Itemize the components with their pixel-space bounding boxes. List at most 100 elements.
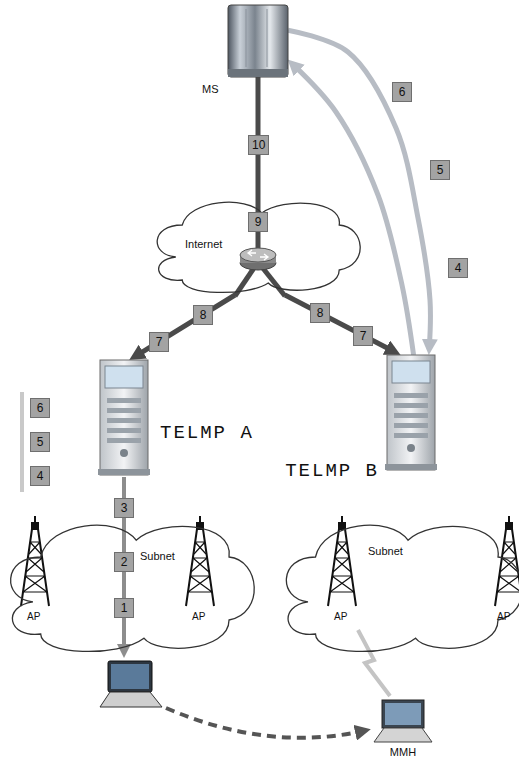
access-point-label: AP [334, 611, 347, 623]
node-text: Subnet [140, 550, 175, 562]
router-icon [248, 250, 268, 260]
bracket-bar [22, 392, 23, 492]
server-slot [394, 423, 428, 428]
server-base [385, 464, 437, 470]
laptop-display [385, 703, 421, 725]
callout-number: 6 [30, 398, 50, 418]
callout-number: 8 [193, 305, 213, 325]
cloud-icon [2, 515, 260, 655]
server-base [98, 469, 150, 475]
server-cabinet [246, 9, 267, 67]
server-body [100, 360, 148, 475]
wireless-link [358, 630, 390, 696]
callout-number: 5 [430, 160, 450, 180]
server-slot [394, 433, 428, 438]
node-label: Subnet [368, 545, 403, 558]
callout-text: 10 [252, 138, 265, 152]
router-icon [240, 248, 276, 270]
callout-text: 7 [156, 335, 163, 349]
node-label: Subnet [140, 550, 175, 563]
server-slot [107, 408, 141, 413]
telmp-server: TELMP B [385, 355, 437, 470]
access-point-tower [186, 516, 214, 606]
node-text: TELMP B [285, 460, 379, 482]
access-point-tower [31, 522, 39, 529]
access-point-text: AP [192, 611, 205, 622]
server-slot [107, 398, 141, 403]
node-text: MS [202, 83, 219, 95]
callout-text: 3 [121, 501, 128, 515]
access-point-tower [505, 522, 513, 529]
server-slot [394, 393, 428, 398]
node-text: MMH [390, 746, 416, 758]
wireless-link [358, 630, 390, 696]
laptop-screen [382, 700, 424, 728]
access-point-tower [21, 529, 49, 606]
node-text: Subnet [368, 545, 403, 557]
cloud-icon [150, 195, 365, 295]
callout-text: 7 [360, 329, 367, 343]
laptop-icon [372, 698, 434, 744]
server-slot [394, 403, 428, 408]
callout-text: 2 [121, 555, 128, 569]
laptop-icon [111, 664, 149, 689]
server-slot [107, 438, 141, 443]
server-button [120, 449, 128, 457]
trunk-connector [136, 295, 235, 356]
node-label: MMH [372, 746, 434, 759]
trunk-connector [285, 295, 393, 351]
callout-text: 4 [455, 261, 462, 275]
access-point-text: AP [27, 611, 40, 622]
mobile-host: MMH [372, 698, 434, 744]
access-point-tower [188, 542, 212, 592]
node-label: Internet [185, 238, 222, 251]
server-cabinet [228, 69, 288, 77]
laptop-icon [100, 661, 162, 707]
subnet-cloud: Subnet [278, 515, 519, 655]
access-point-tower [338, 522, 346, 529]
cloud-outline [157, 202, 360, 292]
callout-number: 7 [353, 326, 373, 346]
cabinet-icon [228, 5, 288, 77]
callout-number: 2 [114, 552, 134, 572]
callout-text: 1 [121, 601, 128, 615]
callout-text: 4 [37, 469, 44, 483]
server-body [387, 355, 435, 470]
callout-text: 5 [37, 435, 44, 449]
access-point-tower [328, 529, 356, 606]
access-point-tower [330, 542, 354, 592]
callout-text: 6 [399, 85, 406, 99]
node-text: TELMP A [160, 422, 254, 444]
callout-text: 9 [255, 215, 262, 229]
callout-number: 9 [248, 212, 268, 232]
laptop-base [374, 728, 432, 742]
server-cabinet [228, 5, 288, 77]
callout-number: 4 [448, 258, 468, 278]
server-slot [107, 428, 141, 433]
access-point-tower [495, 516, 519, 606]
server-panel [392, 361, 430, 383]
callout-text: 8 [200, 308, 207, 322]
internet-cloud: Internet [150, 195, 365, 295]
node-label: MS [202, 83, 219, 96]
access-point-tower [186, 529, 214, 606]
mobility-server: MS [228, 5, 288, 77]
server-icon [98, 360, 150, 475]
callout-number: 6 [392, 82, 412, 102]
access-point-text: AP [497, 611, 510, 622]
signal-arrow [293, 65, 413, 355]
callout-number: 7 [149, 332, 169, 352]
callout-number: 8 [310, 303, 330, 323]
callout-text: 5 [437, 163, 444, 177]
callout-number: 5 [30, 432, 50, 452]
server-icon [385, 355, 437, 470]
node-label: TELMP B [285, 460, 379, 482]
signal-arrow [288, 30, 430, 347]
internet-trunk [256, 195, 261, 252]
subnet-cloud: Subnet [2, 515, 260, 655]
laptop-icon [108, 661, 152, 692]
access-point-label: AP [497, 611, 510, 623]
